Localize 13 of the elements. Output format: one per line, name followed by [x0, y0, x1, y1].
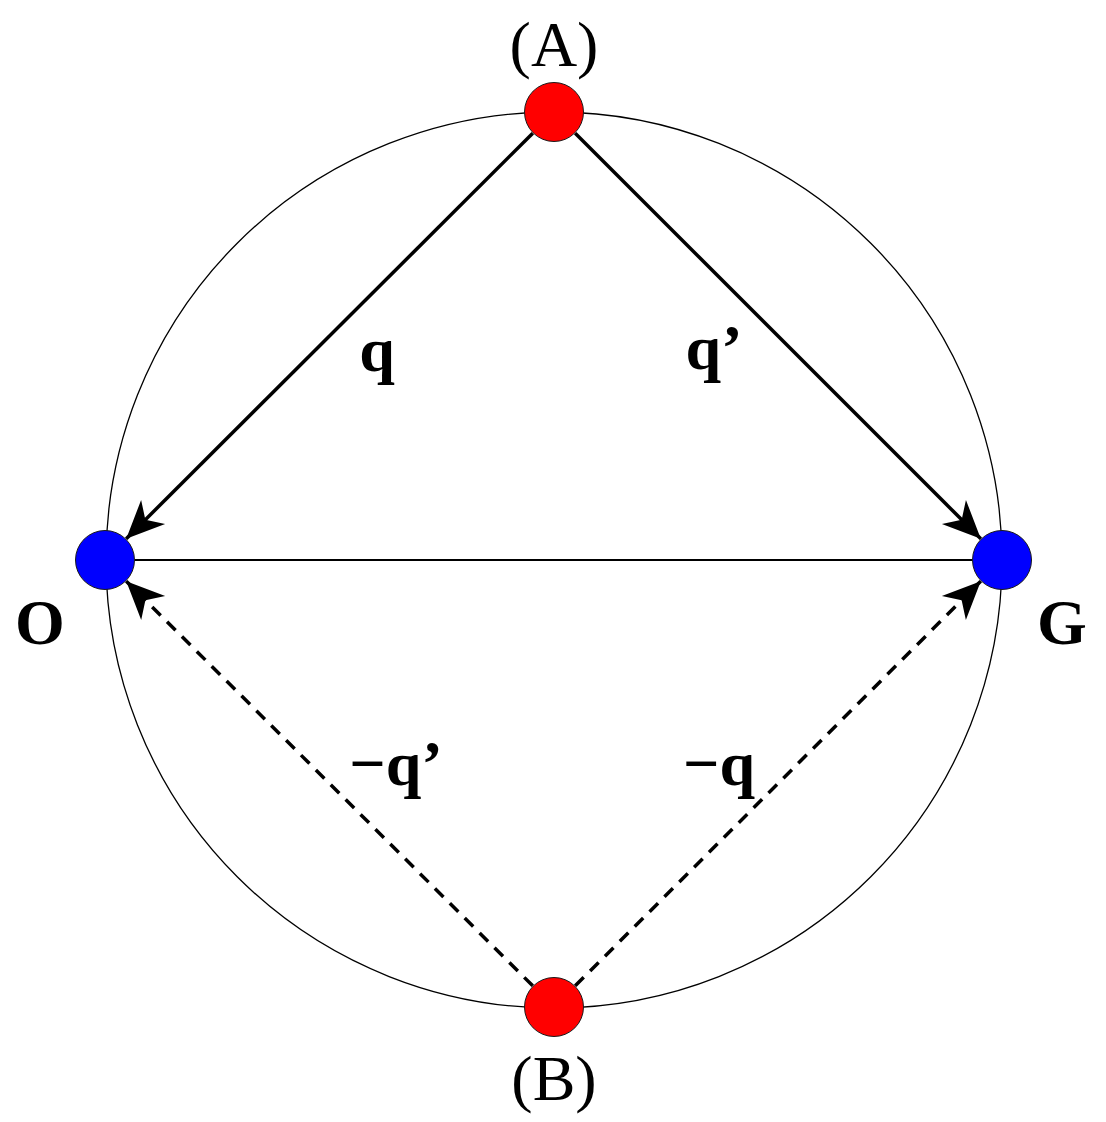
arrow	[125, 131, 534, 541]
edge-label: −q’	[349, 727, 443, 801]
point-label: (A)	[509, 8, 599, 82]
edge-label: q	[359, 313, 395, 387]
dashed-arrow	[125, 579, 534, 988]
arrow	[573, 131, 983, 541]
connector-line	[134, 559, 973, 561]
point-label: G	[1037, 586, 1087, 660]
dashed-arrow	[574, 579, 982, 988]
point-label: O	[15, 586, 65, 660]
point-label: (B)	[511, 1042, 597, 1116]
edge-label: −q	[682, 727, 756, 801]
edge-label: q’	[685, 311, 743, 385]
